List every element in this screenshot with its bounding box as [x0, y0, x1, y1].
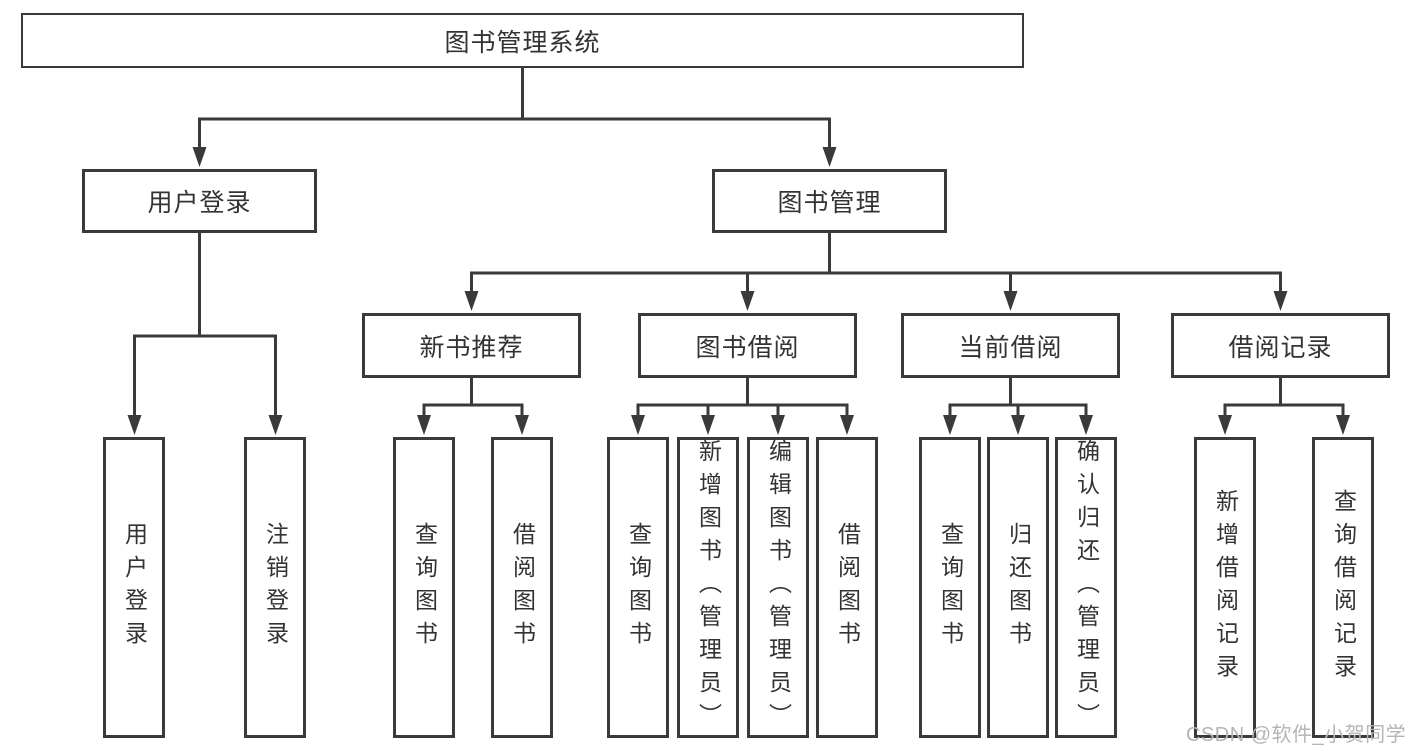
arrowhead — [1011, 415, 1025, 435]
leaf-add-borrow-record: 新增借阅记录 — [1194, 437, 1256, 738]
leaf-label: 借阅图书 — [509, 521, 536, 654]
watermark: CSDN @软件_小贺同学 — [1186, 724, 1405, 746]
arrowhead — [192, 147, 207, 167]
arrowhead — [464, 291, 479, 311]
leaf-label: 编辑图书（管理员） — [765, 439, 792, 736]
leaf-label: 用户登录 — [121, 521, 148, 654]
leaf-user-login: 用户登录 — [103, 437, 165, 738]
leaf-label: 归还图书 — [1005, 521, 1032, 654]
arrowhead — [840, 415, 854, 435]
leaf-label: 查询借阅记录 — [1330, 488, 1357, 687]
node-label: 当前借阅 — [958, 333, 1063, 362]
node-book-management: 图书管理 — [712, 169, 947, 233]
arrowhead — [1003, 291, 1018, 311]
arrowhead — [1273, 291, 1288, 311]
arrowhead — [771, 415, 785, 435]
node-borrowing-records: 借阅记录 — [1171, 313, 1390, 378]
leaf-label: 确认归还（管理员） — [1073, 439, 1100, 736]
leaf-borrow-books-2: 借阅图书 — [816, 437, 878, 738]
node-label: 新书推荐 — [419, 333, 524, 362]
node-current-borrowing: 当前借阅 — [901, 313, 1120, 378]
arrowhead — [127, 415, 142, 435]
node-library-management-system: 图书管理系统 — [21, 13, 1024, 68]
leaf-query-books: 查询图书 — [393, 437, 455, 738]
arrowhead — [740, 291, 755, 311]
node-label: 图书管理系统 — [444, 28, 601, 57]
leaf-return-books: 归还图书 — [987, 437, 1049, 738]
arrowhead — [1218, 415, 1232, 435]
leaf-query-borrow-record: 查询借阅记录 — [1312, 437, 1374, 738]
leaf-borrow-books: 借阅图书 — [491, 437, 553, 738]
node-user-login: 用户登录 — [82, 169, 317, 233]
node-book-borrowing: 图书借阅 — [638, 313, 857, 378]
arrowheads — [127, 147, 1350, 435]
leaf-label: 新增图书（管理员） — [695, 439, 722, 736]
arrowhead — [417, 415, 431, 435]
node-label: 图书管理 — [777, 189, 882, 217]
node-label: 图书借阅 — [695, 333, 800, 362]
node-new-book-recommendation: 新书推荐 — [362, 313, 581, 378]
arrowhead — [1079, 415, 1093, 435]
leaf-add-book-admin: 新增图书（管理员） — [677, 437, 739, 738]
leaf-label: 查询图书 — [411, 521, 438, 654]
arrowhead — [701, 415, 715, 435]
leaf-edit-book-admin: 编辑图书（管理员） — [747, 437, 809, 738]
leaf-label: 查询图书 — [625, 521, 652, 654]
arrowhead — [268, 415, 283, 435]
leaf-label: 借阅图书 — [834, 521, 861, 654]
leaf-query-books-3: 查询图书 — [919, 437, 981, 738]
leaf-label: 查询图书 — [937, 521, 964, 654]
arrowhead — [631, 415, 645, 435]
node-label: 用户登录 — [147, 189, 252, 217]
arrowhead — [515, 415, 529, 435]
leaf-confirm-return-admin: 确认归还（管理员） — [1055, 437, 1117, 738]
leaf-logout: 注销登录 — [244, 437, 306, 738]
node-label: 借阅记录 — [1228, 333, 1333, 362]
arrowhead — [822, 147, 837, 167]
leaf-label: 注销登录 — [262, 521, 289, 654]
arrowhead — [943, 415, 957, 435]
leaf-label: 新增借阅记录 — [1212, 488, 1239, 687]
arrowhead — [1336, 415, 1350, 435]
leaf-query-books-2: 查询图书 — [607, 437, 669, 738]
